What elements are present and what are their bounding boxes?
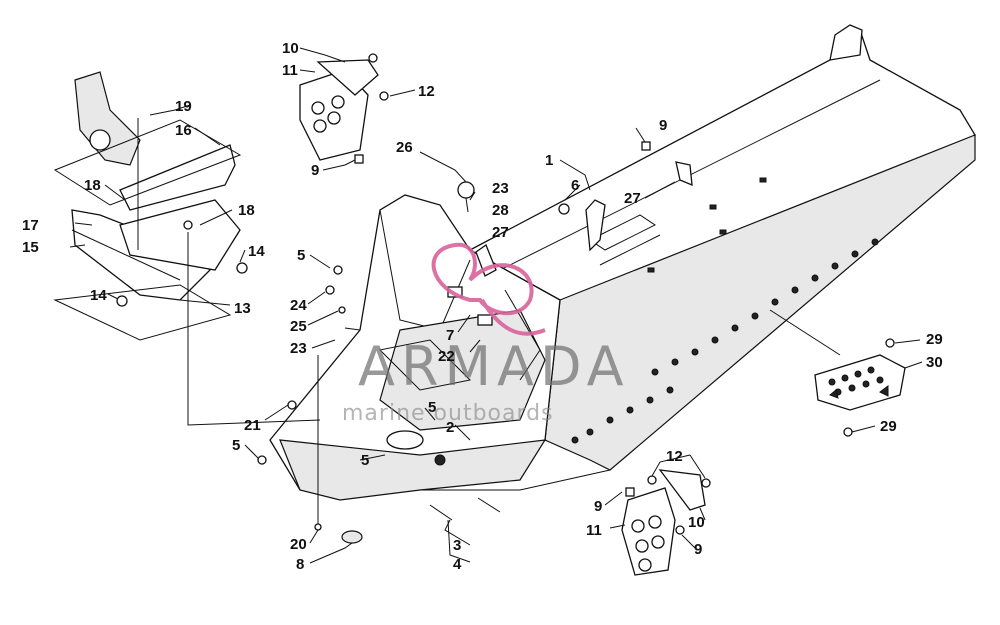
- callout-18-right: 18: [238, 202, 255, 219]
- callout-12-upper: 12: [418, 83, 435, 100]
- callout-13: 13: [234, 300, 251, 317]
- callout-5-mid: 5: [428, 399, 436, 416]
- callout-25: 25: [290, 318, 307, 335]
- hitch-plate-upper: [299, 53, 389, 164]
- callout-12-lower: 12: [666, 448, 683, 465]
- callout-20: 20: [290, 536, 307, 553]
- callout-11-upper: 11: [282, 62, 298, 79]
- callout-9-lower-right: 9: [694, 541, 702, 558]
- callout-15: 15: [22, 239, 39, 256]
- callout-23-top: 23: [492, 180, 509, 197]
- callout-29-lower: 29: [880, 418, 897, 435]
- callout-11-lower: 11: [586, 522, 602, 539]
- callout-22: 22: [438, 348, 455, 365]
- callout-5-bottom: 5: [361, 452, 369, 469]
- callout-9-tunnel: 9: [659, 117, 667, 134]
- callout-14-right: 14: [248, 243, 265, 260]
- callout-23-left: 23: [290, 340, 307, 357]
- callout-26: 26: [396, 139, 413, 156]
- callout-4: 4: [453, 556, 462, 573]
- chassis-tunnel: [468, 24, 976, 471]
- callout-29-upper: 29: [926, 331, 943, 348]
- callout-24: 24: [290, 297, 307, 314]
- callout-21: 21: [244, 417, 261, 434]
- callout-5-left: 5: [232, 437, 240, 454]
- callout-1: 1: [545, 152, 553, 169]
- callout-28: 28: [492, 202, 509, 219]
- watermark: ARMADA marine outboards: [342, 242, 630, 426]
- watermark-subtitle: marine outboards: [342, 401, 554, 426]
- callout-30: 30: [926, 354, 943, 371]
- callout-9-upper: 9: [311, 162, 319, 179]
- watermark-title: ARMADA: [358, 335, 630, 398]
- front-mount-assembly: [53, 71, 321, 426]
- hardware: [257, 141, 693, 544]
- watermark-logo: [431, 242, 546, 336]
- callout-3: 3: [453, 537, 461, 554]
- leader-lines: [69, 47, 923, 564]
- callout-18-left: 18: [84, 177, 101, 194]
- callout-7: 7: [446, 327, 454, 344]
- callout-6: 6: [571, 177, 579, 194]
- callout-27-left: 27: [492, 224, 509, 241]
- rail-holes: [571, 238, 879, 444]
- callout-10-lower: 10: [688, 514, 705, 531]
- callout-8: 8: [296, 556, 304, 573]
- callout-19: 19: [175, 98, 192, 115]
- callout-17: 17: [22, 217, 39, 234]
- callout-9-lower-left: 9: [594, 498, 602, 515]
- callout-16: 16: [175, 122, 192, 139]
- callout-labels: 1 2 3 4 5 5 5 5 6 7 8 9 9 9 9 10 10 11 1…: [22, 40, 943, 573]
- callout-27-right: 27: [624, 190, 641, 207]
- hitch-plate-lower: [621, 469, 711, 576]
- callout-5-top: 5: [297, 247, 305, 264]
- callout-14-left: 14: [90, 287, 107, 304]
- callout-2: 2: [446, 419, 454, 436]
- callout-10-upper: 10: [282, 40, 299, 57]
